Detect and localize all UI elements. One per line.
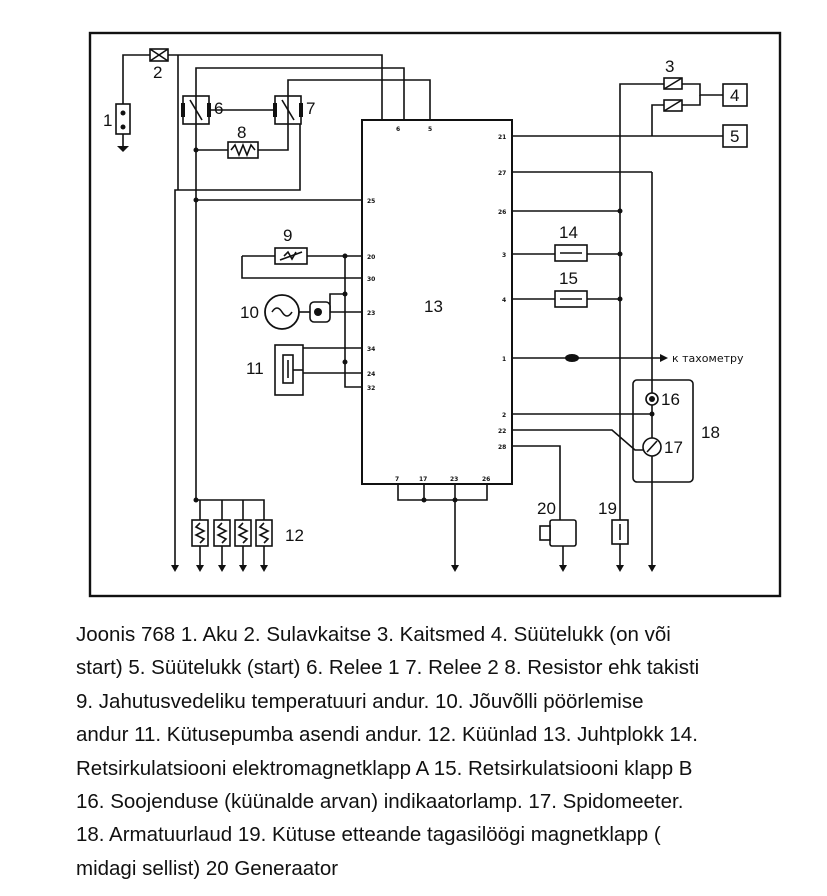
tacho-arrow [660, 354, 668, 362]
pin-label: 30 [367, 276, 375, 283]
label-1: 1 [103, 111, 112, 130]
caption-line: 18. Armatuurlaud 19. Kütuse etteande tag… [76, 823, 661, 847]
label-20: 20 [537, 499, 556, 518]
label-7: 7 [306, 99, 315, 118]
fuses-3 [619, 77, 723, 136]
diagram-frame [88, 31, 782, 598]
glow-plugs-12 [191, 499, 273, 565]
pin-label: 22 [498, 428, 506, 435]
egr-valve-14 [554, 244, 588, 262]
label-6: 6 [214, 99, 223, 118]
label-16: 16 [661, 390, 680, 409]
egr-valve-15 [554, 290, 588, 308]
label-17: 17 [664, 438, 683, 457]
wiring-diagram: 1 2 3 4 5 6 7 8 9 10 11 12 13 14 15 16 1… [88, 31, 782, 598]
pin-label: 24 [367, 371, 375, 378]
relay-6 [181, 95, 211, 125]
generator-20 [539, 519, 577, 565]
pin-label: 17 [419, 476, 427, 483]
battery-fuse-wiring [122, 54, 383, 190]
ecu-bottom-wiring [397, 484, 488, 565]
pin-label: 26 [482, 476, 490, 483]
caption-line: start) 5. Süütelukk (start) 6. Relee 1 7… [76, 656, 700, 680]
pin-label: 5 [428, 126, 432, 133]
pin-label: 3 [502, 252, 506, 259]
speedometer-17 [642, 437, 662, 457]
battery-1 [115, 103, 131, 152]
label-15: 15 [559, 269, 578, 288]
ecu-right-wiring [512, 92, 723, 565]
label-13: 13 [424, 297, 443, 316]
control-unit-13 [361, 119, 513, 485]
pin-label: 4 [502, 297, 506, 304]
pin-label: 1 [502, 356, 506, 363]
label-4: 4 [730, 86, 739, 105]
crankshaft-sensor-10 [264, 294, 331, 330]
pin-label: 7 [395, 476, 399, 483]
pump-position-sensor-11 [274, 344, 304, 396]
pin-label: 34 [367, 346, 375, 353]
pin-label: 28 [498, 444, 506, 451]
ignition-switch-4 [722, 83, 748, 107]
caption-line: 16. Soojenduse (küünalde arvan) indikaat… [76, 790, 684, 814]
tacho-label: к тахометру [672, 352, 744, 365]
temp-sensor-9 [274, 247, 308, 265]
label-14: 14 [559, 223, 578, 242]
tacho-connector [565, 354, 579, 362]
pin-label: 23 [450, 476, 458, 483]
label-10: 10 [240, 303, 259, 322]
junction-dots [193, 147, 655, 503]
resistor-8 [227, 141, 259, 159]
ecu-left-wiring [195, 200, 362, 500]
pin-label: 23 [367, 310, 375, 317]
pin-label: 32 [367, 385, 375, 392]
label-9: 9 [283, 226, 292, 245]
caption-line: midagi sellist) 20 Generaator [76, 856, 339, 880]
pin-label: 20 [367, 254, 375, 261]
label-5: 5 [730, 127, 739, 146]
indicator-lamp-16 [645, 392, 659, 406]
ground-symbols [171, 565, 656, 572]
solenoid-valve-19 [611, 519, 629, 565]
pin-label: 6 [396, 126, 400, 133]
label-2: 2 [153, 63, 162, 82]
label-11: 11 [246, 359, 264, 378]
label-19: 19 [598, 499, 617, 518]
caption-line: andur 11. Kütusepumba asendi andur. 12. … [76, 723, 698, 747]
pin-label: 25 [367, 198, 375, 205]
pin-label: 21 [498, 134, 506, 141]
relay-7 [273, 95, 303, 125]
figure-caption: Joonis 768 1. Aku 2. Sulavkaitse 3. Kait… [76, 618, 796, 885]
pin-label: 26 [498, 209, 506, 216]
label-18: 18 [701, 423, 720, 442]
fuse-2 [149, 48, 169, 62]
pin-label: 2 [502, 412, 506, 419]
instrument-panel-18 [632, 379, 694, 483]
label-8: 8 [237, 123, 246, 142]
label-3: 3 [665, 57, 674, 76]
caption-line: Joonis 768 1. Aku 2. Sulavkaitse 3. Kait… [76, 623, 671, 646]
ignition-switch-5 [722, 124, 748, 148]
caption-line: 9. Jahutusvedeliku temperatuuri andur. 1… [76, 689, 644, 713]
label-12: 12 [285, 526, 304, 545]
caption-line: Retsirkulatsiooni elektromagnetklapp A 1… [76, 756, 693, 780]
pin-label: 27 [498, 170, 506, 177]
